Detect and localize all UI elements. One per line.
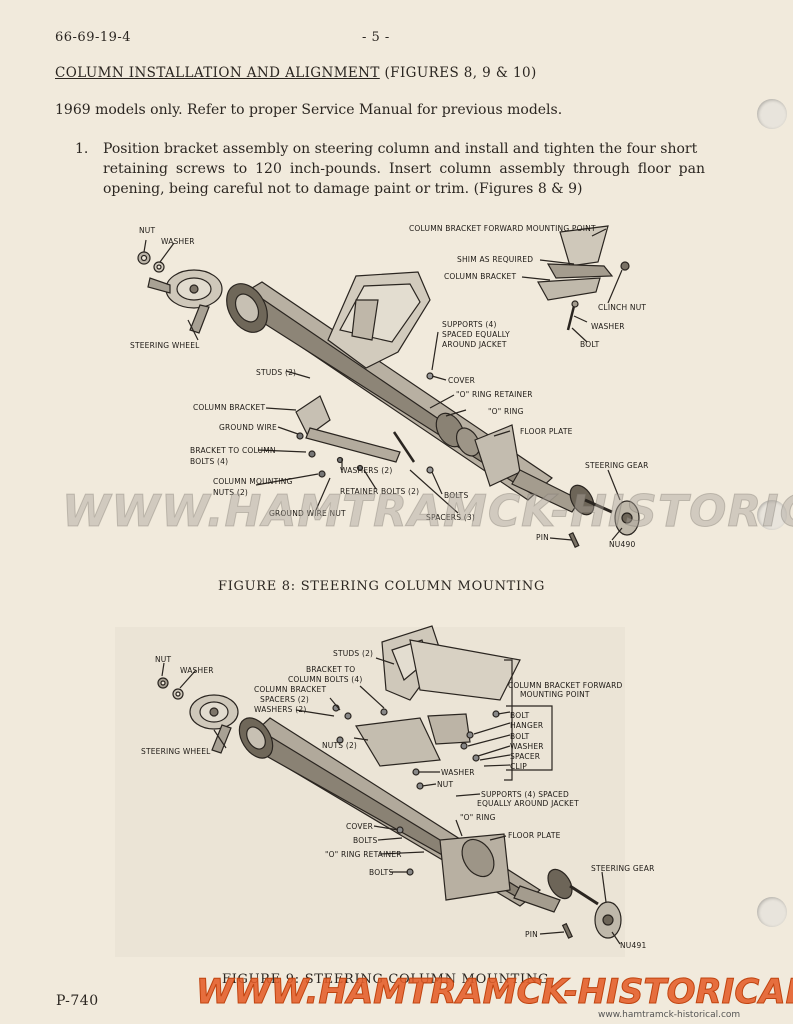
f8-label-washer-right: WASHER [591, 322, 625, 331]
f8-label-cmn-2: NUTS (2) [213, 488, 249, 497]
f9-label-o-ring-retainer: "O" RING RETAINER [325, 850, 402, 859]
watermark-mid: WWW.HAMTRAMCK-HISTORICAL.COM [61, 486, 793, 538]
f8-label-pin: PIN [536, 533, 549, 542]
f8-label-ground-wire-nut: GROUND WIRE NUT [269, 509, 346, 518]
f9-label-spacer: SPACER [510, 752, 541, 761]
f8-label-o-ring-retainer: "O" RING RETAINER [456, 390, 533, 399]
f8-label-bolt-right: BOLT [580, 340, 600, 349]
doc-number: 66-69-19-4 [55, 30, 132, 45]
f8-label-cmn-1: COLUMN MOUNTING [213, 477, 293, 486]
f8-label-washers: WASHERS (2) [340, 466, 393, 475]
f8-label-o-ring: "O" RING [488, 407, 524, 416]
f8-label-supports-1: SUPPORTS (4) [442, 320, 497, 329]
f9-label-washer: WASHER [180, 666, 214, 675]
f8-label-cover: COVER [448, 376, 476, 385]
f9-code: NU491 [620, 941, 647, 950]
f8-label-studs: STUDS (2) [256, 368, 297, 377]
f9-label-steering-wheel: STEERING WHEEL [141, 747, 211, 756]
f9-label-nut-m: NUT [437, 780, 454, 789]
f9-label-pin: PIN [525, 930, 538, 939]
f8-label-washer: WASHER [161, 237, 195, 246]
f9-label-washer-m: WASHER [441, 768, 475, 777]
f9-label-btc-2: COLUMN BOLTS (4) [288, 675, 363, 684]
f9-label-bolt-2: BOLT [510, 732, 530, 741]
step-number: 1. [75, 141, 89, 157]
f8-label-nut: NUT [139, 226, 156, 235]
f8-label-btc-1: BRACKET TO COLUMN [190, 446, 276, 455]
f9-label-nuts: NUTS (2) [322, 741, 358, 750]
figure-8-caption: FIGURE 8: STEERING COLUMN MOUNTING [218, 579, 546, 594]
step-1-text: Position bracket assembly on steering co… [103, 141, 705, 197]
f9-label-btc-1: BRACKET TO [306, 665, 356, 674]
binder-hole-bottom [757, 897, 787, 927]
f9-label-cbs-2: SPACERS (2) [260, 695, 309, 704]
f9-label-clip: CLIP [510, 762, 527, 771]
section-title: COLUMN INSTALLATION AND ALIGNMENT [55, 65, 380, 81]
f9-label-bolts-2: BOLTS [369, 868, 394, 877]
page-code: P-740 [56, 993, 99, 1009]
f8-label-column-bracket: COLUMN BRACKET [193, 403, 266, 412]
f8-label-steering-gear: STEERING GEAR [585, 461, 649, 470]
f8-label-shim: SHIM AS REQUIRED [457, 255, 534, 264]
f9-label-bolt: BOLT [510, 711, 530, 720]
f8-label-btc-2: BOLTS (4) [190, 457, 229, 466]
intro-text: 1969 models only. Refer to proper Servic… [55, 102, 563, 118]
f9-label-washers: WASHERS (2) [254, 705, 307, 714]
f9-label-nut: NUT [155, 655, 172, 664]
f8-label-clinch-nut: CLINCH NUT [598, 303, 647, 312]
f9-label-fwd-1: COLUMN BRACKET FORWARD [508, 681, 623, 690]
watermark-bottom: WWW.HAMTRAMCK-HISTORICAL.COM [196, 972, 793, 1013]
f8-label-forward-mounting-point: COLUMN BRACKET FORWARD MOUNTING POINT [409, 224, 596, 233]
f8-label-column-bracket-top: COLUMN BRACKET [444, 272, 517, 281]
f8-label-spacers: SPACERS (3) [426, 513, 475, 522]
f9-label-fwd-2: MOUNTING POINT [520, 690, 590, 699]
f8-label-bolts: BOLTS [444, 491, 469, 500]
f9-label-washer-b: WASHER [510, 742, 544, 751]
f8-label-floor-plate: FLOOR PLATE [520, 427, 573, 436]
page-number: - 5 - [362, 30, 390, 45]
f9-label-supports-2: EQUALLY AROUND JACKET [477, 799, 579, 808]
f9-label-cbs-1: COLUMN BRACKET [254, 685, 327, 694]
f8-code: NU490 [609, 540, 636, 549]
f8-label-supports-3: AROUND JACKET [442, 340, 507, 349]
f9-label-supports-1: SUPPORTS (4) SPACED [481, 790, 569, 799]
watermark-corner: www.hamtramck-historical.com [598, 1010, 741, 1020]
f9-label-steering-gear: STEERING GEAR [591, 864, 655, 873]
figure-9-caption: FIGURE 9: STEERING COLUMN MOUNTING [222, 972, 550, 987]
binder-hole-top [757, 99, 787, 129]
f9-label-floor-plate: FLOOR PLATE [508, 831, 561, 840]
f9-label-studs: STUDS (2) [333, 649, 374, 658]
f8-label-retainer-bolts: RETAINER BOLTS (2) [340, 487, 420, 496]
section-figure-ref: (FIGURES 8, 9 & 10) [384, 65, 537, 81]
f9-label-bolts: BOLTS [353, 836, 378, 845]
f8-label-supports-2: SPACED EQUALLY [442, 330, 510, 339]
f8-label-ground-wire: GROUND WIRE [219, 423, 277, 432]
f8-label-steering-wheel: STEERING WHEEL [130, 341, 200, 350]
f9-label-cover: COVER [346, 822, 374, 831]
section-heading: COLUMN INSTALLATION AND ALIGNMENT (FIGUR… [55, 65, 537, 81]
f9-label-hanger: HANGER [510, 721, 544, 730]
f9-label-o-ring: "O" RING [460, 813, 496, 822]
binder-hole-middle [757, 500, 787, 530]
